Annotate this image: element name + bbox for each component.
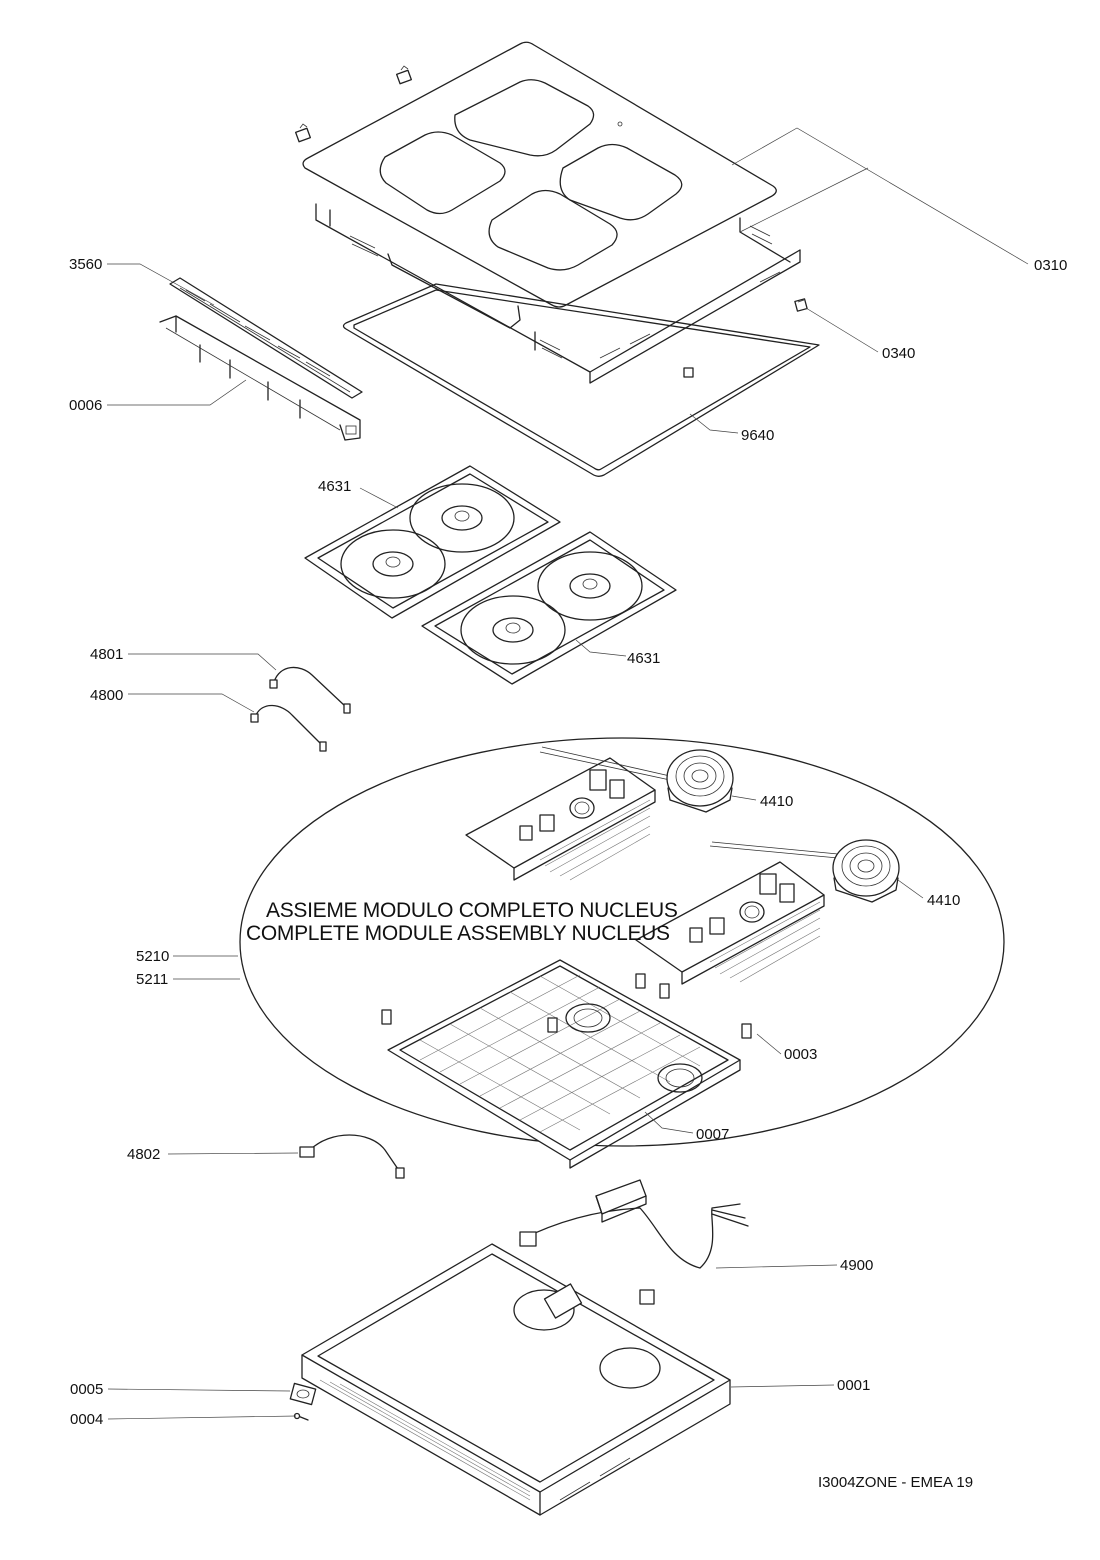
part-4631-tray-lower	[421, 531, 677, 685]
label-0001: 0001	[837, 1377, 871, 1394]
part-9640-seal	[342, 283, 820, 477]
assembly-caption-italian: ASSIEME MODULO COMPLETO NUCLEUS	[266, 899, 678, 922]
part-3560-bracket	[169, 277, 363, 399]
power-board-lower	[635, 841, 839, 985]
label-4802: 4802	[127, 1146, 161, 1163]
part-0003-standoffs	[381, 973, 752, 1039]
part-0006-support	[159, 315, 361, 441]
part-4800-cable	[250, 704, 327, 752]
label-4801: 4801	[90, 646, 124, 663]
part-4801-cable	[269, 666, 351, 714]
label-4800: 4800	[90, 687, 124, 704]
label-0310: 0310	[1034, 257, 1068, 274]
glass-ceramic-top	[302, 41, 801, 384]
assembly-caption-english: COMPLETE MODULE ASSEMBLY NUCLEUS	[246, 922, 670, 945]
label-4631-lower: 4631	[627, 650, 661, 667]
module-assembly-boundary	[239, 737, 1005, 1147]
part-0001-bottom-housing	[301, 1243, 731, 1516]
label-4410-upper: 4410	[760, 793, 794, 810]
label-5211: 5211	[136, 971, 169, 988]
part-4900-power-cable	[519, 1179, 749, 1305]
power-board-upper	[465, 746, 671, 881]
part-4802-cable	[299, 1134, 405, 1179]
part-0005-grommet	[289, 1382, 317, 1406]
label-0005: 0005	[70, 1381, 104, 1398]
label-3560: 3560	[69, 256, 103, 273]
label-4631-upper: 4631	[318, 478, 352, 495]
label-0004: 0004	[70, 1411, 104, 1428]
part-0007-module-frame	[387, 959, 741, 1169]
label-0006: 0006	[69, 397, 103, 414]
part-0004-screw	[293, 1412, 309, 1421]
label-5210: 5210	[136, 948, 170, 965]
drawing-code-footer: I3004ZONE - EMEA 19	[818, 1474, 974, 1491]
glass-clips	[295, 65, 412, 143]
leader-lines	[107, 127, 1029, 1420]
part-0340-clip	[794, 298, 808, 312]
label-0003: 0003	[784, 1046, 818, 1063]
part-4631-tray-upper	[304, 465, 561, 619]
part-4410-fan-upper	[666, 749, 734, 813]
label-4410-lower: 4410	[927, 892, 961, 909]
part-4410-fan-lower	[832, 839, 900, 903]
label-4900: 4900	[840, 1257, 874, 1274]
label-0340: 0340	[882, 345, 916, 362]
label-0007: 0007	[696, 1126, 730, 1143]
label-9640: 9640	[741, 427, 775, 444]
